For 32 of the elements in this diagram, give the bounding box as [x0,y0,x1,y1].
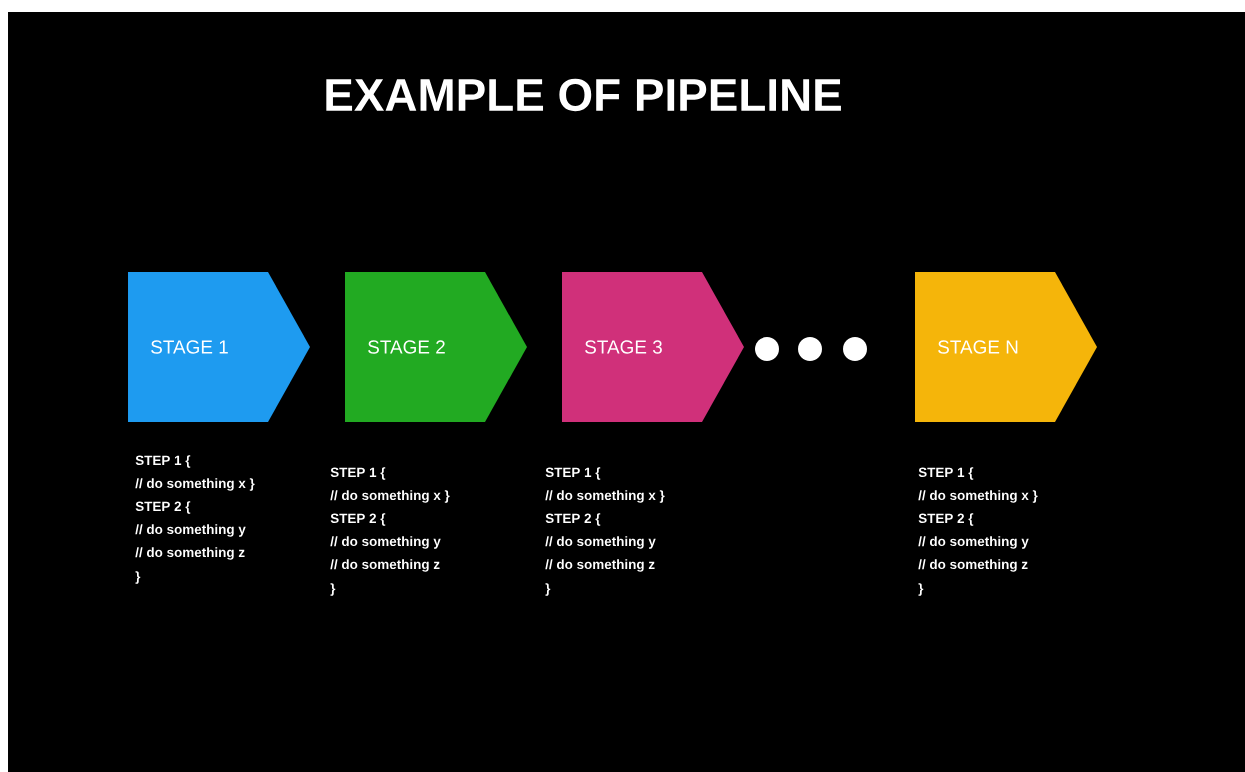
code-line: STEP 1 { [330,467,386,480]
code-line: STEP 2 { [545,513,601,526]
code-line: } [545,583,551,596]
code-line: // do something z [545,559,655,572]
code-line: } [330,583,336,596]
code-line: // do something x } [545,490,665,503]
dot [843,337,867,361]
code-line: STEP 2 { [135,501,191,514]
code-line: // do something z [330,559,440,572]
code-line: // do something y [545,536,656,549]
code-line: } [135,571,141,584]
code-line: STEP 2 { [330,513,386,526]
code-line: // do something y [135,524,246,537]
code-line: // do something x } [330,490,450,503]
code-line: STEP 1 { [545,467,601,480]
code-line: // do something x } [135,478,255,491]
code-line: STEP 2 { [918,513,974,526]
code-line: // do something z [918,559,1028,572]
title: EXAMPLE OF PIPELINE [326,78,841,112]
stage-box: STAGE N [915,272,1097,422]
code-line: } [918,583,924,596]
code-line: // do something z [135,547,245,560]
stage-box: STAGE 3 [562,272,744,422]
code-line: STEP 1 { [135,455,191,468]
dot [798,337,822,361]
dot [755,337,779,361]
code-line: // do something y [330,536,441,549]
stage-box: STAGE 2 [345,272,527,422]
code-line: // do something x } [918,490,1038,503]
code-line: // do something y [918,536,1029,549]
code-line: STEP 1 { [918,467,974,480]
stage-box: STAGE 1 [128,272,310,422]
